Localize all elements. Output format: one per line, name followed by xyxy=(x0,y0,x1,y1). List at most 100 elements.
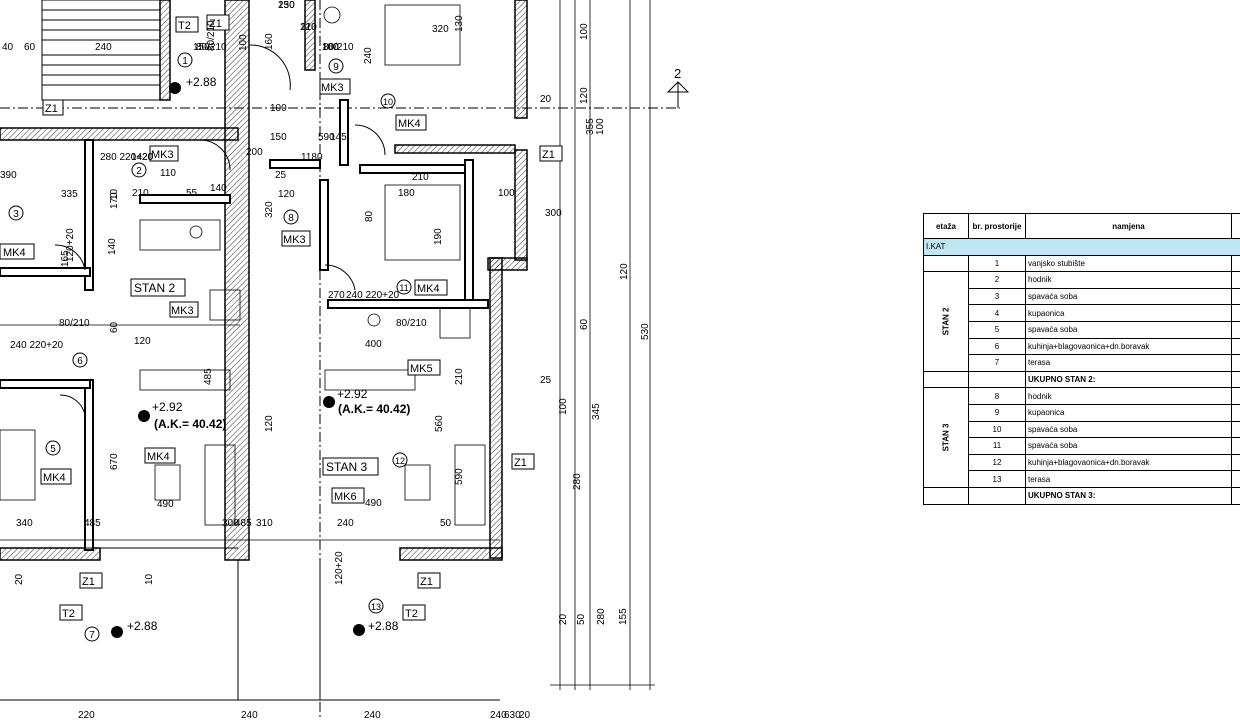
dimension-label: 355 xyxy=(585,118,596,135)
room-number: 12 xyxy=(392,452,408,468)
dimension-label: 160 xyxy=(322,42,339,53)
dimension-label: 160 xyxy=(264,33,275,50)
apartment-label: STAN 3 xyxy=(322,457,379,476)
dimension-label: 530 xyxy=(640,323,651,340)
dimension-label: 210 xyxy=(300,22,317,33)
svg-text:3: 3 xyxy=(13,209,19,220)
room-num: 7 xyxy=(968,354,1026,372)
partition xyxy=(269,159,321,169)
element-tag: MK6 xyxy=(331,487,365,504)
staircase xyxy=(41,0,161,101)
room-number: 3 xyxy=(8,205,24,221)
partition xyxy=(0,379,91,389)
dimension-label: 400 xyxy=(365,339,382,350)
element-tag: MK3 xyxy=(169,301,199,318)
room-number: 5 xyxy=(45,440,61,456)
dimension-label: 80/210 xyxy=(206,20,217,51)
partition xyxy=(464,159,474,301)
partition xyxy=(339,99,349,166)
svg-text:T2: T2 xyxy=(62,608,75,620)
dimension-label: 80/210 xyxy=(59,318,90,329)
dimension-label: 345 xyxy=(591,403,602,420)
svg-text:MK4: MK4 xyxy=(43,472,66,484)
section-marker: 2 xyxy=(666,66,690,108)
dimension-label: 110 xyxy=(160,168,176,179)
room-purpose: kupaonica xyxy=(1025,403,1232,422)
svg-text:Z1: Z1 xyxy=(420,576,433,588)
room-num: 1 xyxy=(968,254,1026,273)
dimension-label: 100 xyxy=(595,118,606,135)
element-tag: Z1 xyxy=(511,453,535,470)
svg-text:11: 11 xyxy=(399,283,408,293)
svg-text:+2.88: +2.88 xyxy=(186,75,217,89)
dimension-label: 55 xyxy=(186,188,198,199)
level-mark: +2.88 xyxy=(169,75,217,94)
group-cell: STAN 2 xyxy=(923,271,969,372)
dimension-label: 120+20 xyxy=(65,228,76,262)
svg-text:STAN 2: STAN 2 xyxy=(134,281,175,295)
dimension-label: 250 xyxy=(278,0,295,11)
svg-text:Z1: Z1 xyxy=(82,576,95,588)
svg-text:Z1: Z1 xyxy=(542,149,555,161)
partition xyxy=(327,299,489,309)
dimension-label: 280 xyxy=(572,473,583,490)
dimension-label: 220 xyxy=(78,710,95,720)
room-num: 8 xyxy=(968,387,1026,405)
dimension-label: 20 xyxy=(558,613,569,625)
dimension-label: 120 xyxy=(579,87,590,104)
room-purpose: kuhinja+blagovaonica+dn.boravak xyxy=(1025,453,1232,472)
dimension-label: 485 xyxy=(235,518,252,529)
dimension-label: 240 xyxy=(490,710,507,720)
dimension-label: 120 xyxy=(619,263,630,280)
svg-text:6: 6 xyxy=(77,356,83,367)
room-num: 12 xyxy=(968,453,1026,472)
svg-text:+2.88: +2.88 xyxy=(368,619,399,633)
dimension-label: 130 xyxy=(278,0,295,11)
dimension-label: 120 xyxy=(134,336,151,347)
room-number: 6 xyxy=(72,352,88,368)
dimension-label: 140 xyxy=(107,238,118,255)
furniture xyxy=(0,4,486,526)
dimension-label: 485 xyxy=(84,518,101,529)
total-row: UKUPNO STAN 3: xyxy=(1025,486,1232,505)
svg-text:+2.92: +2.92 xyxy=(337,387,368,401)
dimension-label: 80/210 xyxy=(323,42,354,53)
dimension-label: 100 xyxy=(558,398,569,415)
dimension-label: 150 xyxy=(270,132,287,143)
room-number: 2 xyxy=(131,162,147,178)
room-num: 2 xyxy=(968,271,1026,289)
partition xyxy=(319,179,329,271)
element-tag: T2 xyxy=(59,604,83,621)
dimension-label: 240 220+20 xyxy=(10,340,64,351)
dimension-label: 670 xyxy=(109,453,120,470)
partition xyxy=(84,139,94,291)
room-num: 9 xyxy=(968,403,1026,422)
dimension-label: 20 xyxy=(540,94,552,105)
door-swing xyxy=(59,394,86,416)
dimension-label: 300 xyxy=(545,208,562,219)
svg-text:MK4: MK4 xyxy=(398,118,421,130)
dimension-label: 1420 xyxy=(131,152,154,163)
dimension-label: 200 xyxy=(246,147,263,158)
svg-text:7: 7 xyxy=(89,630,95,641)
svg-text:MK4: MK4 xyxy=(3,247,26,259)
wall xyxy=(0,127,239,141)
svg-text:MK3: MK3 xyxy=(321,82,344,94)
dimension-label: 240 xyxy=(95,42,112,53)
dimension-label: 20 xyxy=(519,710,531,720)
total-row: UKUPNO STAN 2: xyxy=(1025,370,1232,389)
dimension-label: 145 xyxy=(330,132,347,143)
dimension-label: 10 xyxy=(109,188,120,200)
group-cell: STAN 3 xyxy=(923,387,969,488)
room-purpose: terasa xyxy=(1025,470,1232,488)
wall xyxy=(489,257,503,559)
svg-text:MK4: MK4 xyxy=(147,451,170,463)
area-label: (A.K.= 40.42) xyxy=(154,417,226,431)
column-header: br. prostorije xyxy=(968,213,1026,239)
room-purpose: spavaća soba xyxy=(1025,320,1232,339)
element-tag: T2 xyxy=(175,16,199,33)
room-purpose: kupaonica xyxy=(1025,304,1232,322)
dimension-label: 210 xyxy=(454,368,465,385)
dimension-label: 130 xyxy=(454,15,465,32)
